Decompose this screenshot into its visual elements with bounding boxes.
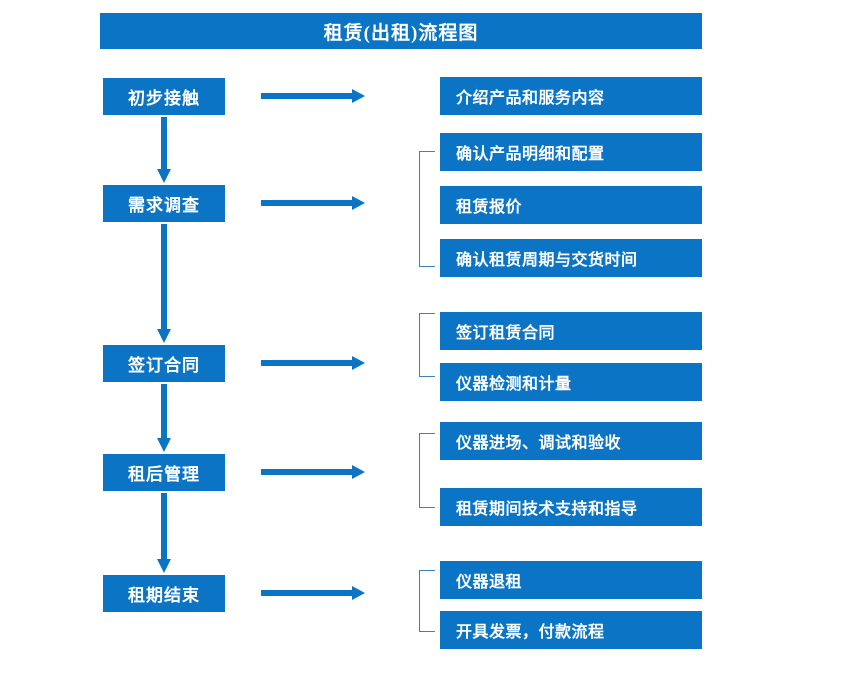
stage-box-1[interactable]: 初步接触 bbox=[103, 78, 225, 115]
stage-box-2[interactable]: 需求调查 bbox=[103, 185, 225, 222]
detail-label-8: 租赁期间技术支持和指导 bbox=[456, 501, 638, 518]
stage-to-detail-arrow-3 bbox=[261, 356, 365, 370]
detail-group-bracket-2 bbox=[419, 151, 435, 267]
stage-flow-arrow-2-3 bbox=[157, 224, 171, 343]
stage-to-detail-arrow-4 bbox=[261, 465, 365, 479]
detail-label-9: 仪器退租 bbox=[456, 574, 523, 591]
detail-label-2: 确认产品明细和配置 bbox=[456, 146, 605, 163]
detail-label-4: 确认租赁周期与交货时间 bbox=[456, 252, 638, 269]
detail-label-6: 仪器检测和计量 bbox=[456, 376, 572, 393]
stage-box-3[interactable]: 签订合同 bbox=[103, 345, 225, 382]
detail-group-bracket-4 bbox=[419, 433, 435, 508]
detail-label-1: 介绍产品和服务内容 bbox=[456, 90, 605, 107]
detail-box-3[interactable]: 租赁报价 bbox=[440, 186, 702, 224]
detail-label-10: 开具发票，付款流程 bbox=[456, 624, 605, 641]
stage-to-detail-arrow-5 bbox=[261, 586, 365, 600]
detail-box-1[interactable]: 介绍产品和服务内容 bbox=[440, 77, 702, 115]
stage-label-1: 初步接触 bbox=[128, 89, 200, 108]
arrow-down-icon bbox=[157, 384, 171, 452]
detail-box-5[interactable]: 签订租赁合同 bbox=[440, 312, 702, 350]
stage-box-4[interactable]: 租后管理 bbox=[103, 454, 225, 491]
arrow-down-icon bbox=[157, 493, 171, 573]
stage-flow-arrow-4-5 bbox=[157, 493, 171, 573]
stage-flow-arrow-3-4 bbox=[157, 384, 171, 452]
detail-box-10[interactable]: 开具发票，付款流程 bbox=[440, 611, 702, 649]
arrow-right-icon bbox=[261, 465, 365, 479]
stage-to-detail-arrow-1 bbox=[261, 89, 365, 103]
detail-box-2[interactable]: 确认产品明细和配置 bbox=[440, 133, 702, 171]
page-title: 租赁(出租)流程图 bbox=[100, 13, 702, 49]
detail-box-9[interactable]: 仪器退租 bbox=[440, 561, 702, 599]
detail-label-3: 租赁报价 bbox=[456, 199, 523, 216]
arrow-right-icon bbox=[261, 89, 365, 103]
detail-group-bracket-5 bbox=[419, 570, 435, 632]
arrow-down-icon bbox=[157, 117, 171, 183]
detail-group-bracket-3 bbox=[419, 313, 435, 377]
detail-box-8[interactable]: 租赁期间技术支持和指导 bbox=[440, 488, 702, 526]
detail-label-5: 签订租赁合同 bbox=[456, 325, 556, 342]
arrow-right-icon bbox=[261, 586, 365, 600]
detail-box-7[interactable]: 仪器进场、调试和验收 bbox=[440, 422, 702, 460]
stage-label-3: 签订合同 bbox=[128, 356, 200, 375]
arrow-down-icon bbox=[157, 224, 171, 343]
stage-label-5: 租期结束 bbox=[128, 586, 200, 605]
stage-to-detail-arrow-2 bbox=[261, 196, 365, 210]
detail-label-7: 仪器进场、调试和验收 bbox=[456, 435, 622, 452]
arrow-right-icon bbox=[261, 356, 365, 370]
detail-box-4[interactable]: 确认租赁周期与交货时间 bbox=[440, 239, 702, 277]
arrow-right-icon bbox=[261, 196, 365, 210]
stage-label-2: 需求调查 bbox=[128, 196, 200, 215]
detail-box-6[interactable]: 仪器检测和计量 bbox=[440, 363, 702, 401]
stage-label-4: 租后管理 bbox=[128, 465, 200, 484]
stage-box-5[interactable]: 租期结束 bbox=[103, 575, 225, 612]
stage-flow-arrow-1-2 bbox=[157, 117, 171, 183]
